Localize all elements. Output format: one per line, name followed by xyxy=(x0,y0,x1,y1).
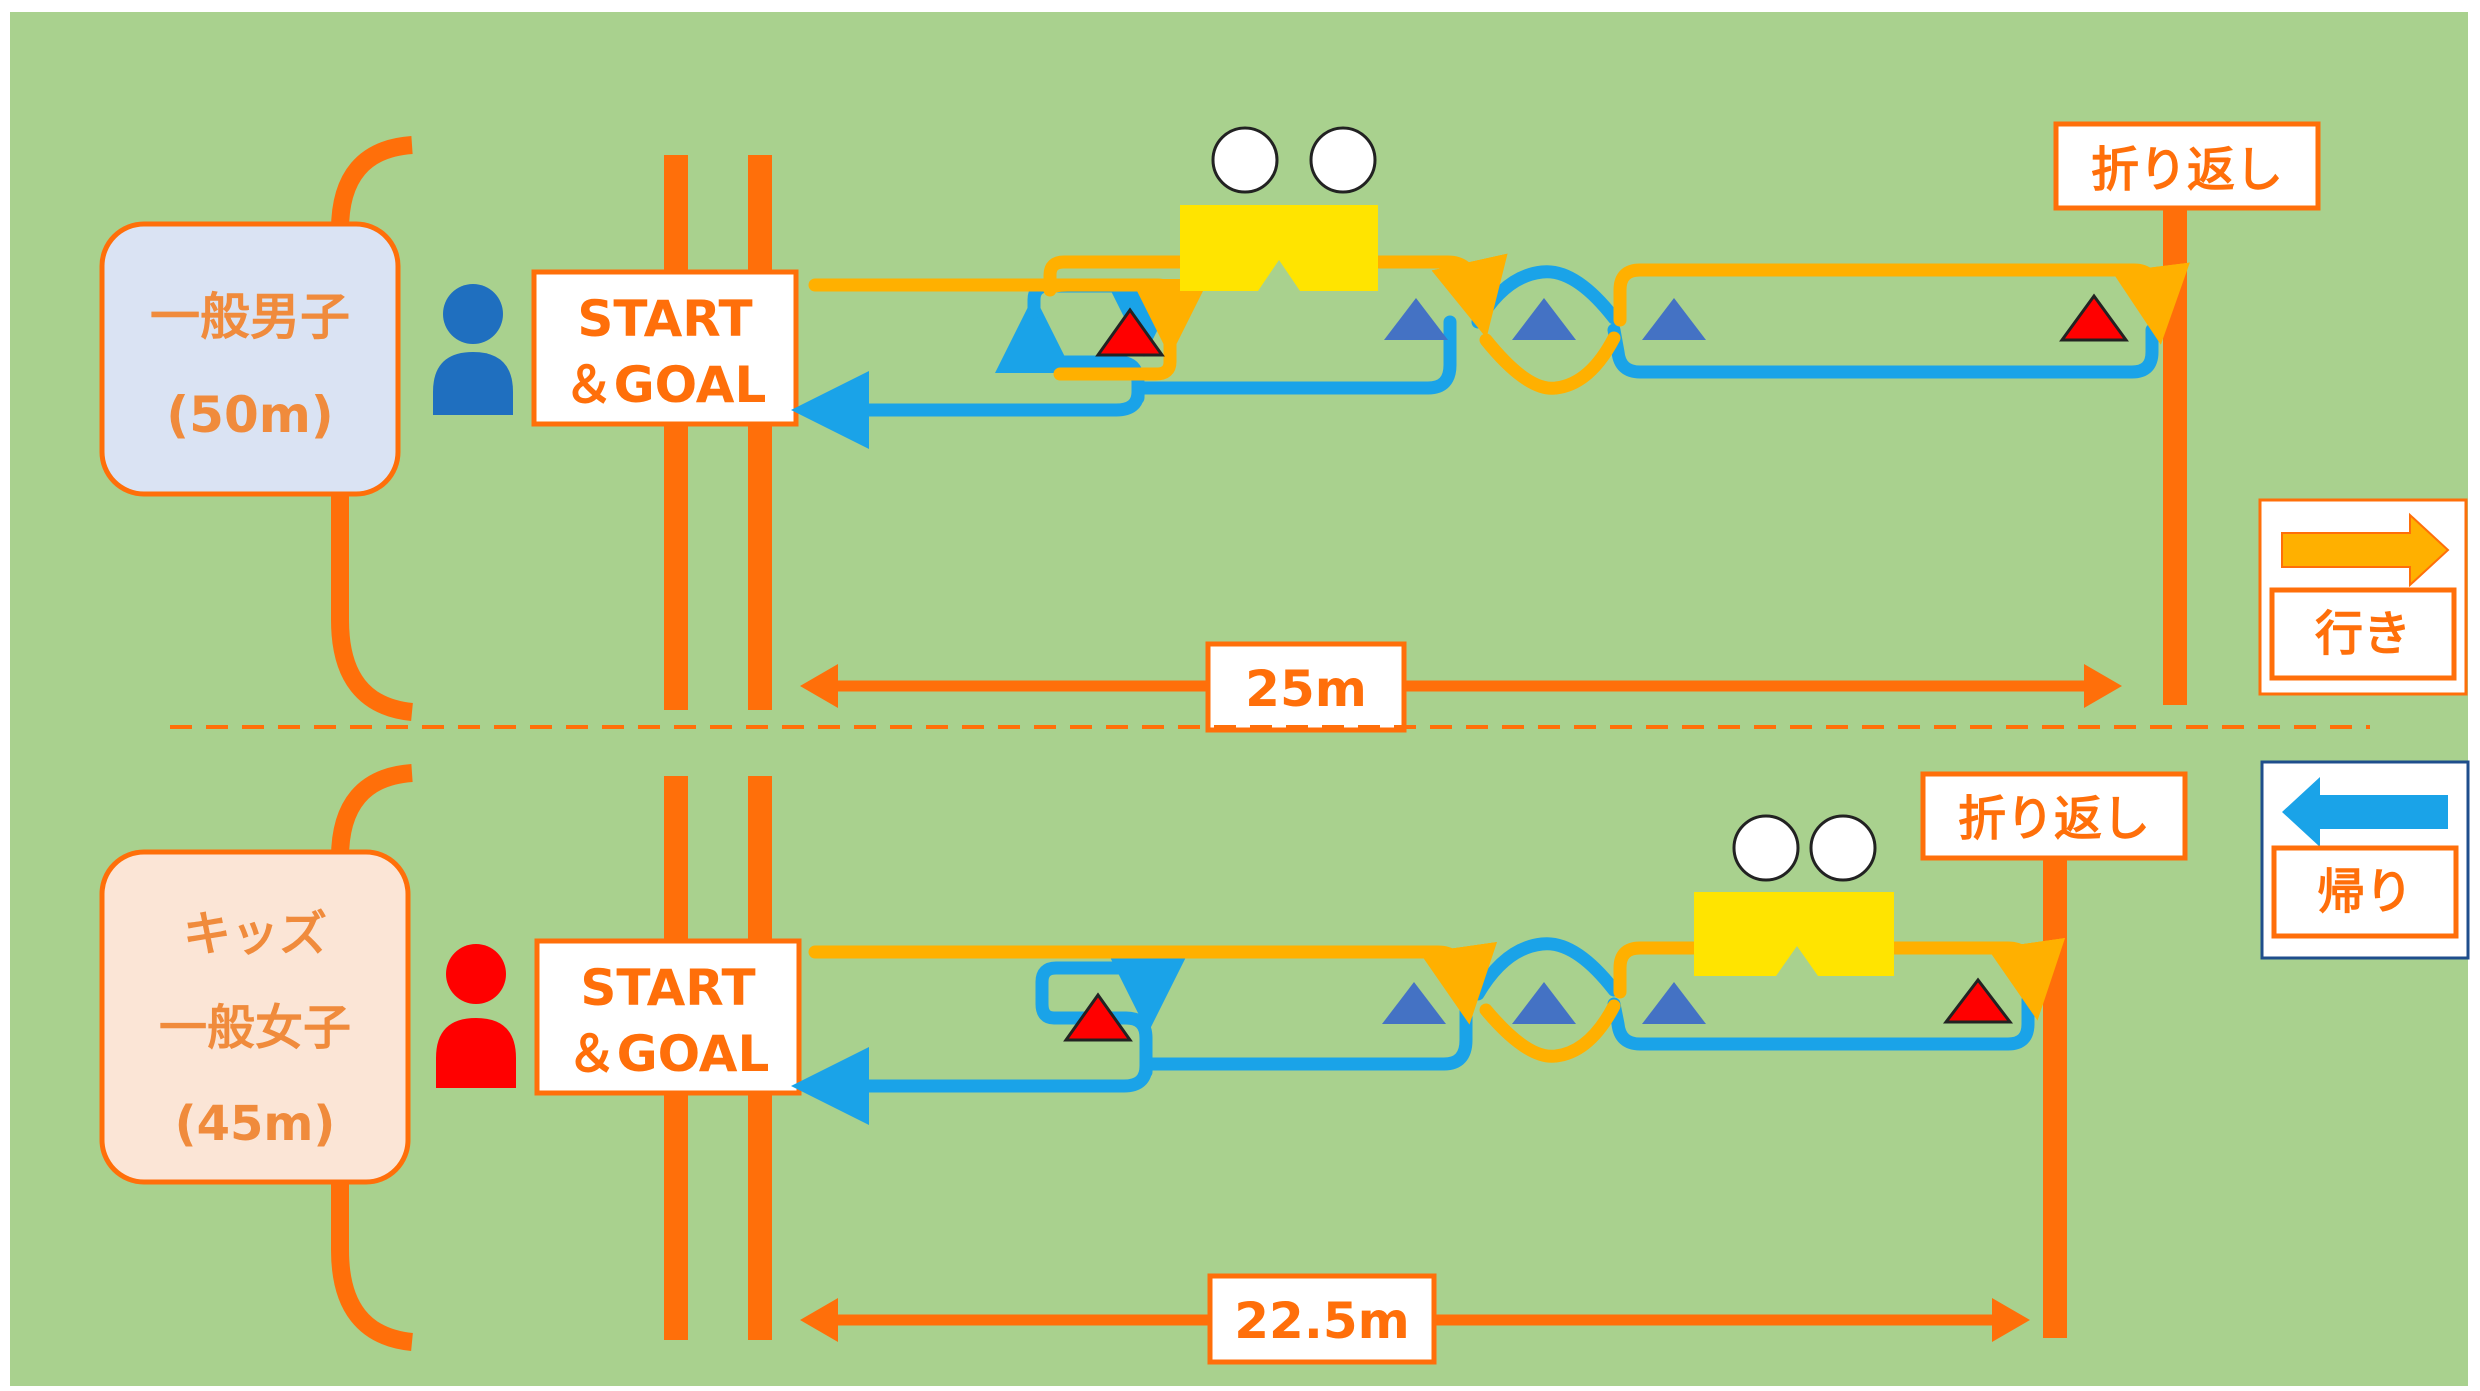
women-category-distance: (45m) xyxy=(175,1096,336,1152)
men-course: 一般男子 (50m) START ＆GOAL 折り返し xyxy=(99,121,2321,733)
legend-outbound-label: 行き xyxy=(2315,606,2411,662)
men-category-name: 一般男子 xyxy=(150,288,350,346)
men-category-distance: (50m) xyxy=(166,386,333,444)
staff-head-icon xyxy=(1809,814,1877,882)
women-blue-cone-3 xyxy=(1642,982,1706,1024)
female-person-icon xyxy=(436,944,516,1088)
male-person-icon xyxy=(433,284,513,415)
men-category-card: 一般男子 (50m) xyxy=(99,221,401,497)
men-turnaround-label: 折り返し xyxy=(2091,142,2283,198)
men-distance-label: 25m xyxy=(1245,660,1367,718)
women-red-cone-2 xyxy=(1942,977,2014,1024)
women-blue-cone-2 xyxy=(1512,982,1576,1024)
women-start-label: START xyxy=(580,959,755,1017)
staff-head-icon xyxy=(1309,126,1377,194)
women-turnaround-sign: 折り返し xyxy=(1920,771,2188,861)
women-staff-group xyxy=(1694,814,1894,976)
men-staff-group xyxy=(1180,126,1378,291)
men-distance-arrow: 25m xyxy=(800,641,2122,733)
men-turnaround-sign: 折り返し xyxy=(2053,121,2321,211)
legend-return-label: 帰り xyxy=(2317,864,2413,920)
women-category-kids: キッズ xyxy=(183,906,327,962)
men-start-line-2 xyxy=(748,155,772,710)
women-start-goal-sign: START ＆GOAL xyxy=(534,938,802,1096)
legend-outbound: 行き xyxy=(2258,498,2468,696)
women-goal-label: ＆GOAL xyxy=(567,1025,770,1083)
women-distance-arrow: 22.5m xyxy=(800,1273,2030,1365)
men-blue-cone-2 xyxy=(1512,298,1576,340)
men-start-line-1 xyxy=(664,155,688,710)
men-turnaround-pole xyxy=(2163,200,2187,705)
return-arrow-icon xyxy=(2282,777,2448,847)
staff-head-icon xyxy=(1732,814,1800,882)
women-distance-label: 22.5m xyxy=(1234,1292,1409,1350)
women-category-name: 一般女子 xyxy=(159,1000,351,1056)
men-blue-cone-3 xyxy=(1642,298,1706,340)
men-red-cone-1 xyxy=(1095,307,1165,357)
women-red-cone-1 xyxy=(1063,992,1133,1042)
women-blue-cone-1 xyxy=(1382,982,1446,1024)
women-course: キッズ 一般女子 (45m) START ＆GOAL 折り返し xyxy=(99,764,2188,1365)
women-turnaround-pole xyxy=(2043,850,2067,1338)
legend-return: 帰り xyxy=(2260,760,2470,960)
men-blue-cone-1 xyxy=(1384,298,1448,340)
staff-head-icon xyxy=(1211,126,1279,194)
women-category-card: キッズ 一般女子 (45m) xyxy=(99,849,411,1185)
women-turnaround-label: 折り返し xyxy=(1958,791,2150,847)
men-outbound-arrow xyxy=(808,253,2190,395)
men-goal-label: ＆GOAL xyxy=(564,356,767,414)
men-start-label: START xyxy=(577,290,752,348)
outbound-arrow-icon xyxy=(2281,512,2450,588)
men-start-goal-sign: START ＆GOAL xyxy=(531,269,799,427)
men-red-cone-2 xyxy=(2059,293,2129,342)
